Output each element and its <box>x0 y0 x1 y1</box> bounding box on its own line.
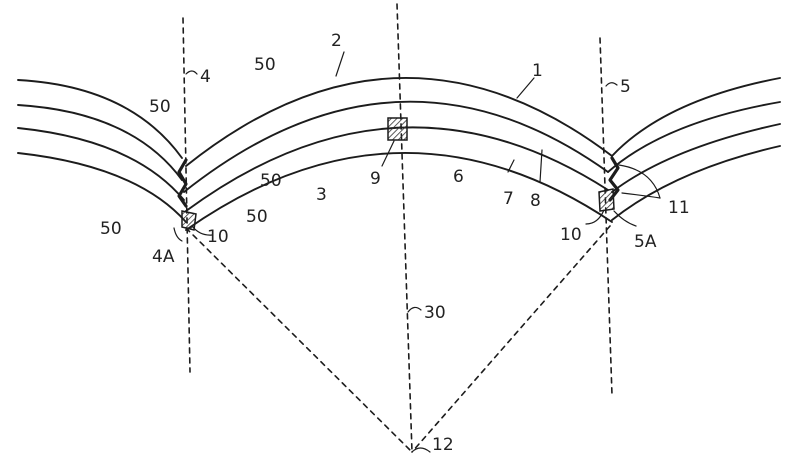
leader-9 <box>381 140 395 167</box>
block-10-left <box>181 210 197 231</box>
label-50-b: 50 <box>149 97 171 117</box>
label-6: 6 <box>453 167 464 187</box>
label-5: 5 <box>620 77 631 97</box>
left-arch-curve-2 <box>17 104 183 181</box>
arch-curve-outer <box>185 76 613 167</box>
axis-line-30 <box>396 3 413 453</box>
leader-11 <box>618 164 661 199</box>
dashed-lines <box>182 3 613 453</box>
leader-11b <box>621 192 661 199</box>
label-50-c: 50 <box>260 171 282 191</box>
right-arch-curve-4 <box>611 145 781 221</box>
label-12: 12 <box>432 435 454 455</box>
label-1: 1 <box>532 61 543 81</box>
right-arch-curve-2 <box>607 101 781 173</box>
label-10-left: 10 <box>207 227 229 247</box>
block-9 <box>387 117 408 141</box>
label-2: 2 <box>331 31 342 51</box>
label-8: 8 <box>530 191 541 211</box>
label-10-right: 10 <box>560 225 582 245</box>
central-arch <box>183 76 613 231</box>
right-arch <box>607 77 781 221</box>
hatched-blocks <box>181 117 615 231</box>
label-4: 4 <box>200 67 211 87</box>
axis-line-4 <box>182 17 191 373</box>
label-5a: 5A <box>634 232 657 252</box>
leader-5 <box>605 82 618 87</box>
right-joint-zigzag <box>608 156 620 202</box>
label-4a: 4A <box>152 247 175 267</box>
joints <box>177 156 620 208</box>
reference-numerals: 1 2 3 4 4A 5 5A 6 7 8 9 10 10 11 12 30 5… <box>100 31 690 455</box>
label-50-d: 50 <box>246 207 268 227</box>
leader-1 <box>516 77 535 99</box>
leader-7 <box>507 159 515 173</box>
leader-4 <box>185 70 198 75</box>
arch-curve-2 <box>183 100 609 193</box>
right-arch-curve-1 <box>611 77 781 157</box>
label-3: 3 <box>316 185 327 205</box>
label-30: 30 <box>424 303 446 323</box>
block-10-right <box>598 188 615 212</box>
leader-8 <box>539 149 543 183</box>
arch-curve-inner <box>185 152 613 231</box>
label-9: 9 <box>370 169 381 189</box>
label-50-a: 50 <box>254 55 276 75</box>
leader-30 <box>407 306 422 313</box>
left-arch-curve-1 <box>17 79 183 159</box>
label-11: 11 <box>668 198 690 218</box>
leader-12 <box>411 447 431 453</box>
leader-lines <box>173 51 661 453</box>
leader-4a <box>173 227 183 242</box>
leader-10-right <box>585 209 605 225</box>
left-arch-curve-3 <box>17 127 185 201</box>
leader-2 <box>335 51 345 77</box>
left-arch <box>17 79 187 223</box>
left-arch-curve-4 <box>17 152 187 223</box>
leader-5a <box>613 210 637 227</box>
radius-line-left <box>185 227 413 453</box>
radius-line-right <box>411 225 611 453</box>
right-arch-curve-3 <box>611 123 781 193</box>
leader-10-left <box>191 225 213 236</box>
label-50-e: 50 <box>100 219 122 239</box>
axis-line-5 <box>599 37 613 396</box>
label-7: 7 <box>503 189 514 209</box>
left-joint-zigzag <box>177 158 188 208</box>
